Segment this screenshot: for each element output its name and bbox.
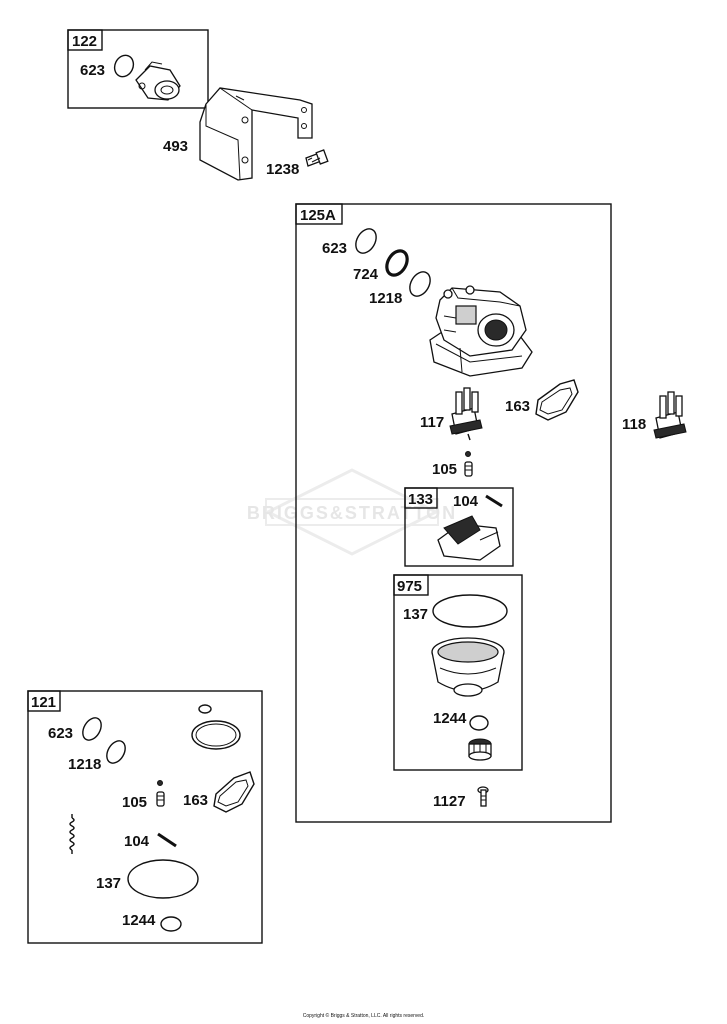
part-label-623: 623 [80,62,105,79]
o-ring-1218-b [106,740,126,764]
box-label-975: 975 [397,578,422,595]
washer-1244-b [160,916,182,932]
part-label-1218: 1218 [369,290,402,307]
jet-105 [464,451,473,477]
gasket-137-b [127,859,199,899]
part-label-623-c: 623 [48,725,73,742]
part-label-104: 104 [453,493,479,510]
part-label-1238: 1238 [266,161,299,178]
float-bowl-part [431,637,505,697]
part-label-118: 118 [622,416,646,433]
part-label-724: 724 [353,266,379,283]
washer-1244 [469,715,489,731]
pin-104 [485,494,503,508]
intake-elbow-part [135,61,181,101]
bolt-1238-part [305,149,329,167]
gasket-137 [432,594,508,628]
part-label-137: 137 [403,606,428,623]
part-label-1244-b: 1244 [122,912,156,929]
box-label-122: 122 [72,33,97,50]
small-ring [198,704,212,714]
gasket-163-b [213,771,255,813]
spring-part [69,814,75,854]
gasket-ring [191,720,241,750]
fuel-shutoff-solenoid-117 [449,387,483,441]
part-label-1244: 1244 [433,710,467,727]
box-label-121: 121 [31,694,56,711]
float-133-part [437,515,501,561]
part-label-105: 105 [432,461,457,478]
watermark-text: BRIGGS&STRATTON [247,503,457,523]
watermark-logo: BRIGGS&STRATTON [247,468,457,556]
part-label-163-b: 163 [183,792,208,809]
o-ring-623-b [355,228,377,254]
part-label-117: 117 [420,414,444,431]
o-ring-1218 [409,271,431,297]
carburetor-body-part [429,285,533,377]
part-label-1127: 1127 [433,793,466,810]
part-label-163: 163 [505,398,530,415]
part-label-104-b: 104 [124,833,150,850]
screw-1127 [477,786,489,807]
part-label-493: 493 [163,138,188,155]
jet-105-b [156,780,165,807]
copyright-notice: Copyright © Briggs & Stratton, LLC. All … [302,1013,425,1019]
box-label-133: 133 [408,491,433,508]
box-133: 133 [404,487,514,567]
box-125A: 125A [295,203,612,823]
box-label-125A: 125A [300,207,336,224]
part-label-105-b: 105 [122,794,147,811]
part-label-1218-b: 1218 [68,756,101,773]
pin-104-b [157,832,177,848]
part-label-137-b: 137 [96,875,121,892]
gasket-724 [385,249,409,277]
part-label-623-b: 623 [322,240,347,257]
bowl-nut-part [468,738,492,761]
box-975: 975 [393,574,523,771]
box-122: 122 623 [67,29,209,109]
bracket-493-part [199,87,313,181]
fuel-shutoff-solenoid-118 [653,391,687,439]
box-121: 121 [27,690,263,944]
o-ring-623-c [82,717,102,741]
o-ring-623 [113,54,135,78]
gasket-163 [535,379,579,421]
